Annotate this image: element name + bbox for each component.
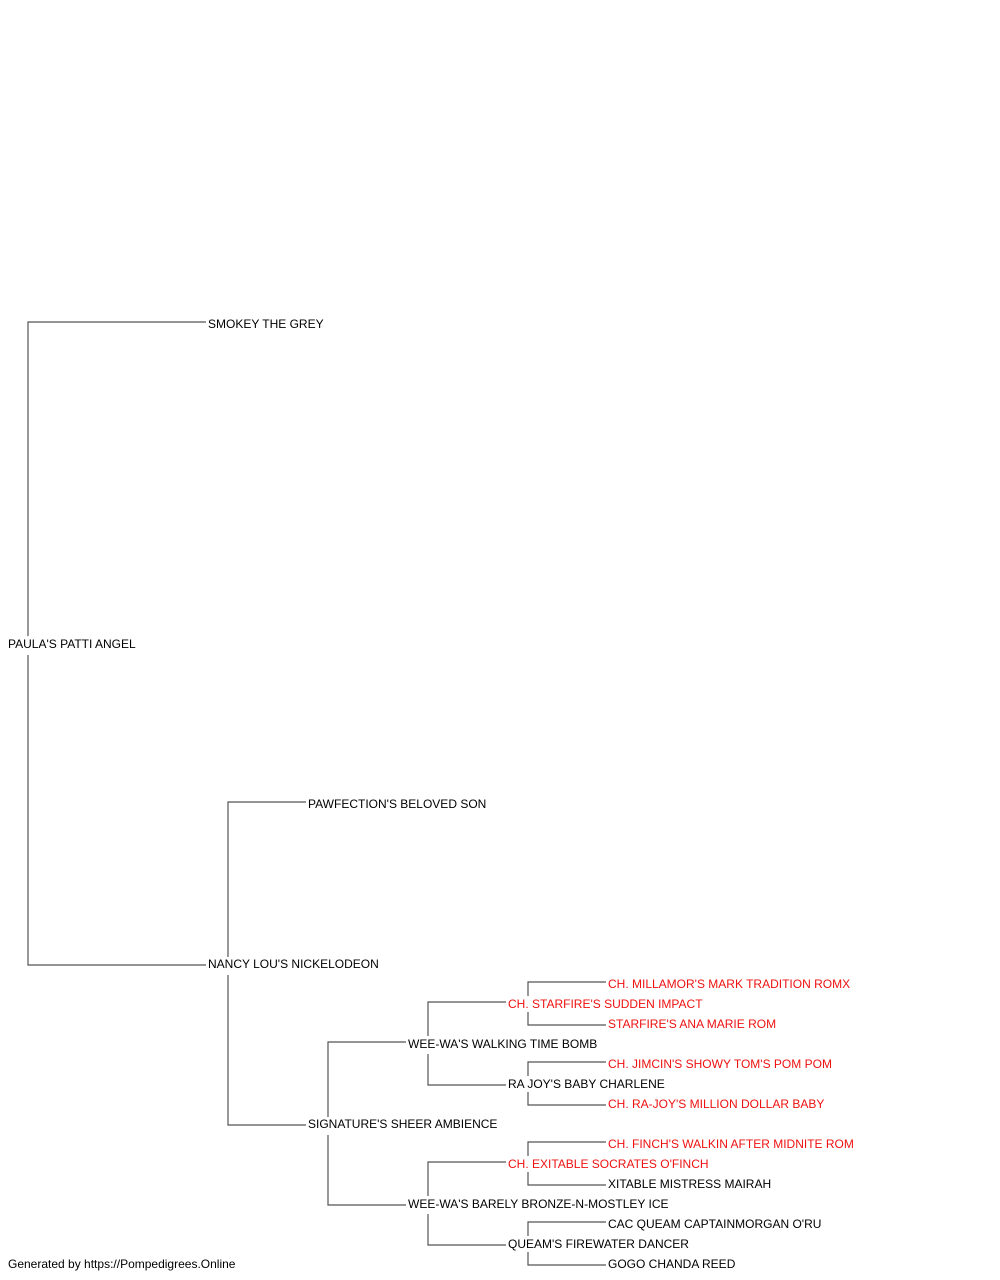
dam-name: NANCY LOU'S NICKELODEON xyxy=(208,957,379,971)
connector-ddd-dam xyxy=(427,1214,506,1246)
connector-dds-dam xyxy=(427,1054,506,1086)
ddds-dam-name: XITABLE MISTRESS MAIRAH xyxy=(608,1177,772,1191)
ddsd-dam-name: CH. RA-JOY'S MILLION DOLLAR BABY xyxy=(608,1097,825,1111)
dam-dam-name: SIGNATURE'S SHEER AMBIENCE xyxy=(308,1117,498,1131)
dds-dam-name: RA JOY'S BABY CHARLENE xyxy=(508,1077,665,1091)
ddd-dam-name: QUEAM'S FIREWATER DANCER xyxy=(508,1237,689,1251)
connector-ddss-sire xyxy=(527,981,606,996)
subject-name: PAULA'S PATTI ANGEL xyxy=(8,637,136,651)
connector-dam-sire xyxy=(227,801,306,957)
dds-sire-name: CH. STARFIRE'S SUDDEN IMPACT xyxy=(508,997,703,1011)
connector-ddd-sire xyxy=(427,1161,506,1196)
connector-ddsd-sire xyxy=(527,1061,606,1076)
dd-sire-name: WEE-WA'S WALKING TIME BOMB xyxy=(408,1037,598,1051)
dddd-dam-name: GOGO CHANDA REED xyxy=(608,1257,736,1271)
connector-subject-sire xyxy=(27,321,206,636)
ddd-sire-name: CH. EXITABLE SOCRATES O'FINCH xyxy=(508,1157,709,1171)
connector-ddds-dam xyxy=(527,1172,606,1186)
connector-ddsd-dam xyxy=(527,1092,606,1106)
connector-dd-dam xyxy=(327,1135,406,1206)
ddsd-sire-name: CH. JIMCIN'S SHOWY TOM'S POM POM xyxy=(608,1057,832,1071)
connector-dddd-dam xyxy=(527,1252,606,1266)
ddss-dam-name: STARFIRE'S ANA MARIE ROM xyxy=(608,1017,777,1031)
ddds-sire-name: CH. FINCH'S WALKIN AFTER MIDNITE ROM xyxy=(608,1137,854,1151)
connector-subject-dam xyxy=(27,655,206,966)
generator-credit: Generated by https://Pompedigrees.Online xyxy=(8,1257,236,1271)
connector-ddds-sire xyxy=(527,1141,606,1156)
connector-dds-sire xyxy=(427,1001,506,1036)
ddss-sire-name: CH. MILLAMOR'S MARK TRADITION ROMX xyxy=(608,977,851,991)
dam-sire-name: PAWFECTION'S BELOVED SON xyxy=(308,797,487,811)
connector-dam-dam xyxy=(227,975,306,1126)
connector-dd-sire xyxy=(327,1041,406,1117)
dd-dam-name: WEE-WA'S BARELY BRONZE-N-MOSTLEY ICE xyxy=(408,1197,669,1211)
dddd-sire-name: CAC QUEAM CAPTAINMORGAN O'RU xyxy=(608,1217,822,1231)
connector-dddd-sire xyxy=(527,1221,606,1236)
connector-ddss-dam xyxy=(527,1012,606,1026)
sire-name: SMOKEY THE GREY xyxy=(208,317,324,331)
